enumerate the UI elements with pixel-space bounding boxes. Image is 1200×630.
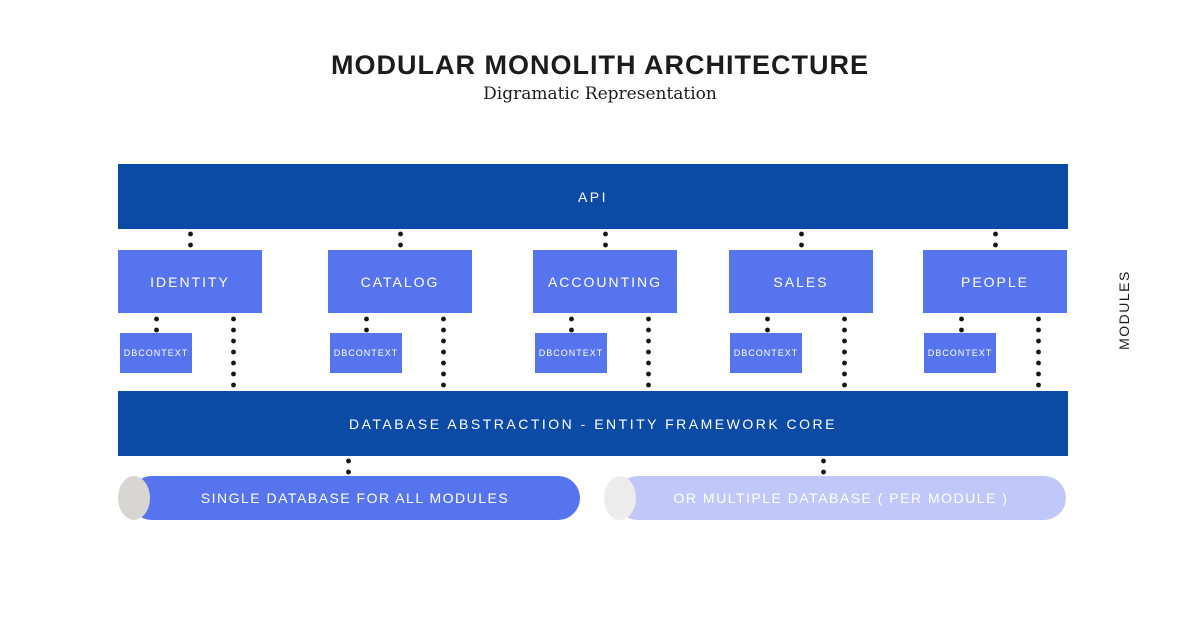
dotted-connector-dblayer-multi-db: [821, 458, 826, 477]
dbcontext-box-sales: DBCONTEXT: [730, 333, 802, 373]
dbcontext-label-people: DBCONTEXT: [927, 348, 993, 358]
single-database-cylinder: SINGLE DATABASE FOR ALL MODULES: [118, 476, 580, 520]
multiple-database-cylinder-body: OR MULTIPLE DATABASE ( PER MODULE ): [616, 476, 1066, 520]
module-label-catalog: CATALOG: [360, 273, 440, 290]
modules-side-label: MODULES: [1116, 270, 1132, 350]
module-label-identity: IDENTITY: [150, 273, 230, 290]
cylinder-end-cap: [118, 476, 150, 520]
dotted-connector-api-catalog: [398, 231, 403, 250]
dotted-connector-dblayer-single-db: [346, 458, 351, 477]
dotted-connector-api-identity: [188, 231, 193, 250]
single-database-label: SINGLE DATABASE FOR ALL MODULES: [200, 490, 510, 506]
dbcontext-label-catalog: DBCONTEXT: [333, 348, 399, 358]
dotted-connector-accounting-dblayer: [646, 316, 651, 392]
dotted-connector-people-dbcontext: [959, 316, 964, 335]
module-label-sales: SALES: [773, 273, 829, 290]
module-box-catalog: CATALOG: [328, 250, 472, 313]
dotted-connector-people-dblayer: [1036, 316, 1041, 392]
api-layer-bar: API: [118, 164, 1068, 229]
dbcontext-box-identity: DBCONTEXT: [120, 333, 192, 373]
dotted-connector-sales-dbcontext: [765, 316, 770, 335]
database-abstraction-bar: DATABASE ABSTRACTION - ENTITY FRAMEWORK …: [118, 391, 1068, 456]
dbcontext-label-sales: DBCONTEXT: [733, 348, 799, 358]
multiple-database-label: OR MULTIPLE DATABASE ( PER MODULE ): [673, 490, 1009, 506]
dotted-connector-identity-dbcontext: [154, 316, 159, 335]
dotted-connector-catalog-dblayer: [441, 316, 446, 392]
dbcontext-box-accounting: DBCONTEXT: [535, 333, 607, 373]
dotted-connector-identity-dblayer: [231, 316, 236, 392]
single-database-cylinder-body: SINGLE DATABASE FOR ALL MODULES: [130, 476, 580, 520]
dbcontext-label-identity: DBCONTEXT: [123, 348, 189, 358]
module-box-identity: IDENTITY: [118, 250, 262, 313]
module-box-accounting: ACCOUNTING: [533, 250, 677, 313]
dotted-connector-accounting-dbcontext: [569, 316, 574, 335]
page-subtitle: Digramatic Representation: [483, 84, 717, 104]
dbcontext-box-people: DBCONTEXT: [924, 333, 996, 373]
module-box-sales: SALES: [729, 250, 873, 313]
module-box-people: PEOPLE: [923, 250, 1067, 313]
page-title: MODULAR MONOLITH ARCHITECTURE: [331, 50, 869, 80]
module-label-people: PEOPLE: [960, 273, 1030, 290]
dbcontext-box-catalog: DBCONTEXT: [330, 333, 402, 373]
dotted-connector-api-accounting: [603, 231, 608, 250]
cylinder-end-cap: [604, 476, 636, 520]
module-label-accounting: ACCOUNTING: [547, 273, 663, 290]
multiple-database-cylinder: OR MULTIPLE DATABASE ( PER MODULE ): [604, 476, 1066, 520]
dotted-connector-api-sales: [799, 231, 804, 250]
dotted-connector-sales-dblayer: [842, 316, 847, 392]
database-abstraction-label: DATABASE ABSTRACTION - ENTITY FRAMEWORK …: [348, 415, 838, 432]
api-layer-label: API: [577, 188, 609, 205]
dotted-connector-catalog-dbcontext: [364, 316, 369, 335]
dbcontext-label-accounting: DBCONTEXT: [538, 348, 604, 358]
dotted-connector-api-people: [993, 231, 998, 250]
